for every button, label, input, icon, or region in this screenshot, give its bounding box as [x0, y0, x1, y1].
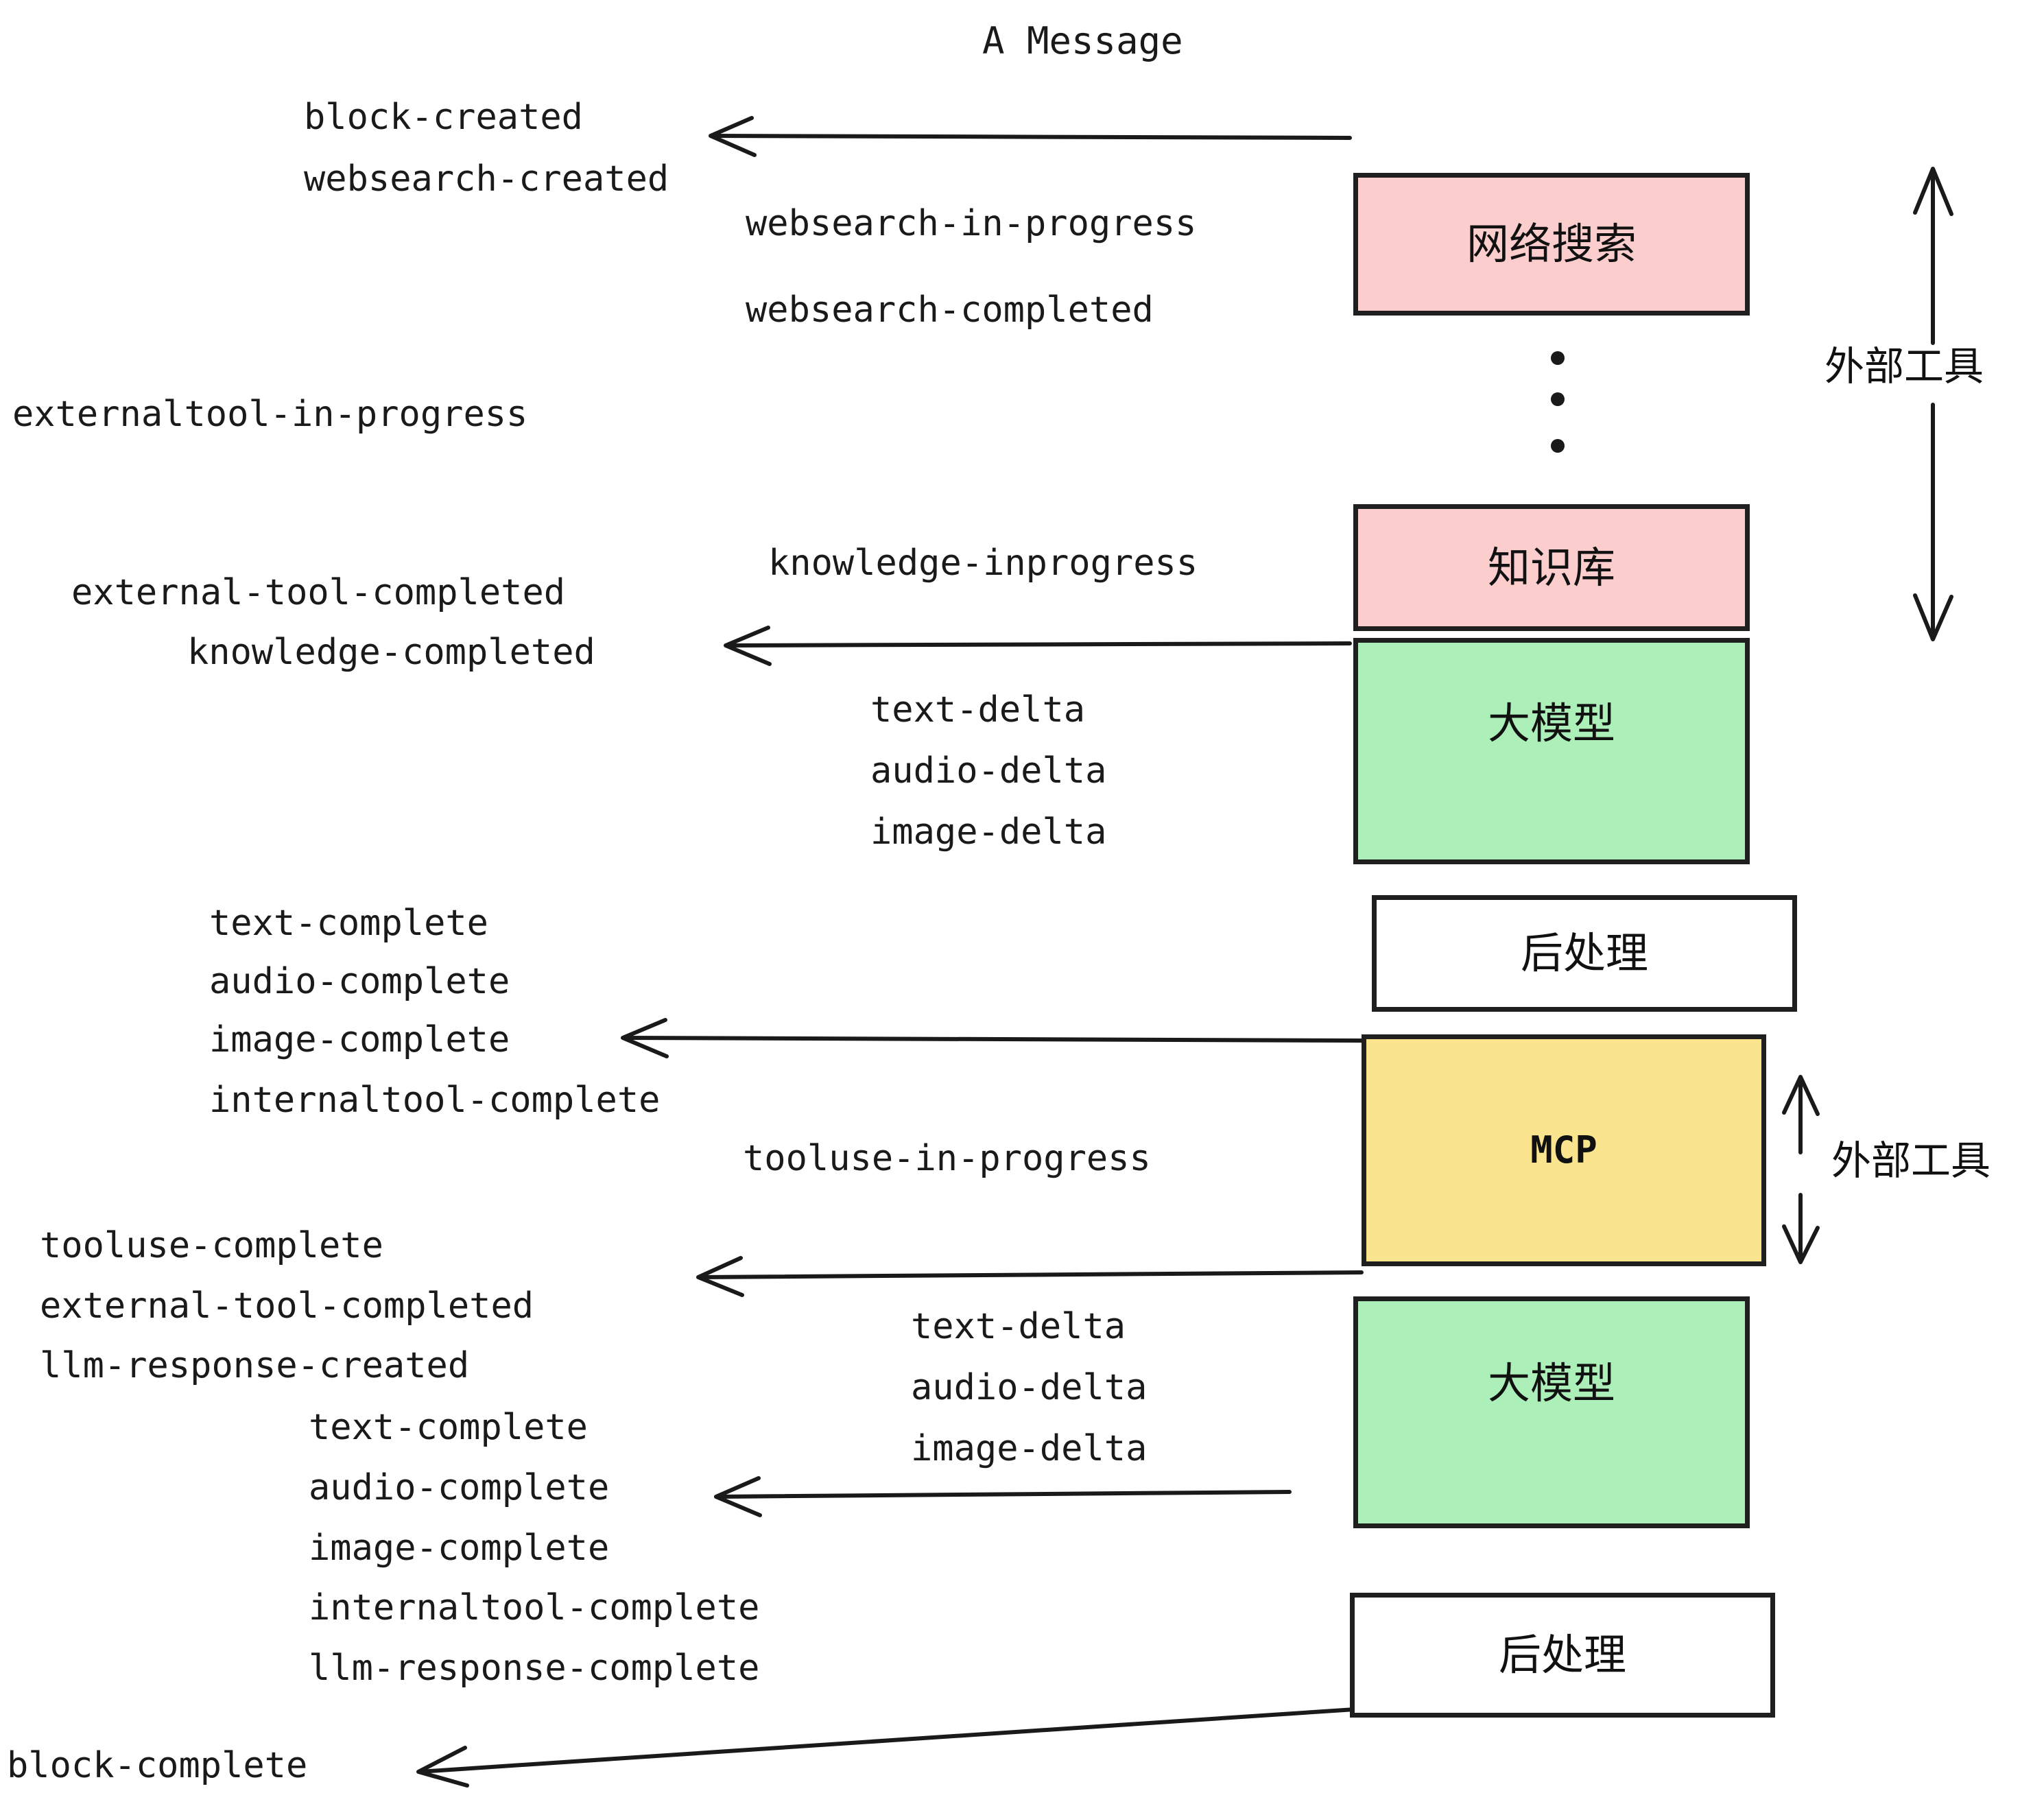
- event-label-external-tool-completed-1: external-tool-completed: [71, 572, 566, 613]
- arrow-websearch-to-block-created: [709, 116, 1352, 157]
- event-label-tooluse-in-progress: tooluse-in-progress: [743, 1138, 1151, 1179]
- event-label-knowledge-completed: knowledge-completed: [187, 632, 595, 673]
- event-label-text-delta-2: text-delta: [911, 1306, 1126, 1347]
- event-label-external-tool-completed-2: external-tool-completed: [40, 1285, 534, 1327]
- side-label-external-tool-top: 外部工具: [1825, 343, 1984, 390]
- event-label-llm-response-complete: llm-response-complete: [309, 1648, 760, 1689]
- arrow-mcp-to-tooluse-complete: [696, 1256, 1364, 1297]
- event-label-image-complete-2: image-complete: [309, 1528, 610, 1569]
- event-label-block-created: block-created: [304, 97, 583, 138]
- event-label-internaltool-complete-2: internaltool-complete: [309, 1587, 760, 1628]
- node-llm-1[interactable]: 大模型: [1353, 638, 1750, 864]
- node-llm-2[interactable]: 大模型: [1353, 1296, 1750, 1528]
- event-label-websearch-in-progress: websearch-in-progress: [746, 203, 1197, 244]
- event-label-websearch-completed: websearch-completed: [746, 289, 1154, 331]
- arrow-mcp-to-image-complete: [621, 1018, 1364, 1058]
- node-websearch-label: 网络搜索: [1466, 219, 1637, 269]
- event-label-audio-complete-2: audio-complete: [309, 1467, 610, 1508]
- external-tool-bottom-bottom-bracket: [1782, 1075, 1820, 1264]
- node-knowledge[interactable]: 知识库: [1353, 504, 1750, 631]
- event-label-internaltool-complete-1: internaltool-complete: [209, 1080, 661, 1121]
- node-postprocess-1[interactable]: 后处理: [1372, 895, 1797, 1012]
- node-postprocess-1-label: 后处理: [1520, 928, 1648, 978]
- node-llm-1-label: 大模型: [1487, 698, 1615, 748]
- event-label-llm-response-created: llm-response-created: [40, 1345, 470, 1386]
- external-tool-top-bracket: [1913, 167, 1953, 641]
- event-label-audio-complete-1: audio-complete: [209, 961, 510, 1002]
- event-label-image-delta-1: image-delta: [870, 811, 1107, 853]
- node-mcp-label: MCP: [1530, 1128, 1597, 1172]
- event-label-image-complete-1: image-complete: [209, 1019, 510, 1060]
- ellipsis-dot-2: [1551, 392, 1565, 406]
- node-postprocess-2[interactable]: 后处理: [1350, 1593, 1775, 1718]
- event-label-knowledge-inprogress: knowledge-inprogress: [768, 543, 1198, 584]
- event-label-block-complete: block-complete: [7, 1745, 308, 1786]
- event-label-websearch-created: websearch-created: [304, 158, 669, 200]
- event-label-externaltool-in-progress: externaltool-in-progress: [12, 394, 528, 435]
- event-label-text-complete-2: text-complete: [309, 1407, 588, 1448]
- ellipsis-dot-3: [1551, 439, 1565, 453]
- event-label-audio-delta-1: audio-delta: [870, 750, 1107, 792]
- node-mcp[interactable]: MCP: [1362, 1034, 1766, 1266]
- event-label-image-delta-2: image-delta: [911, 1428, 1148, 1469]
- arrow-postprocess2-to-block-complete: [416, 1707, 1357, 1788]
- ellipsis-dot-1: [1551, 351, 1565, 365]
- event-label-audio-delta-2: audio-delta: [911, 1367, 1148, 1408]
- arrow-knowledge-to-knowledge-completed: [724, 626, 1352, 666]
- node-llm-2-label: 大模型: [1487, 1358, 1615, 1408]
- arrow-llm2-to-audio-complete: [714, 1476, 1292, 1517]
- event-label-text-complete-1: text-complete: [209, 903, 488, 944]
- event-label-text-delta-1: text-delta: [870, 689, 1086, 731]
- event-label-tooluse-complete: tooluse-complete: [40, 1225, 383, 1266]
- node-websearch[interactable]: 网络搜索: [1353, 173, 1750, 316]
- page-title: A Message: [982, 19, 1183, 62]
- node-knowledge-label: 知识库: [1487, 542, 1615, 593]
- node-postprocess-2-label: 后处理: [1498, 1630, 1626, 1680]
- side-label-external-tool-bottom: 外部工具: [1831, 1137, 1991, 1184]
